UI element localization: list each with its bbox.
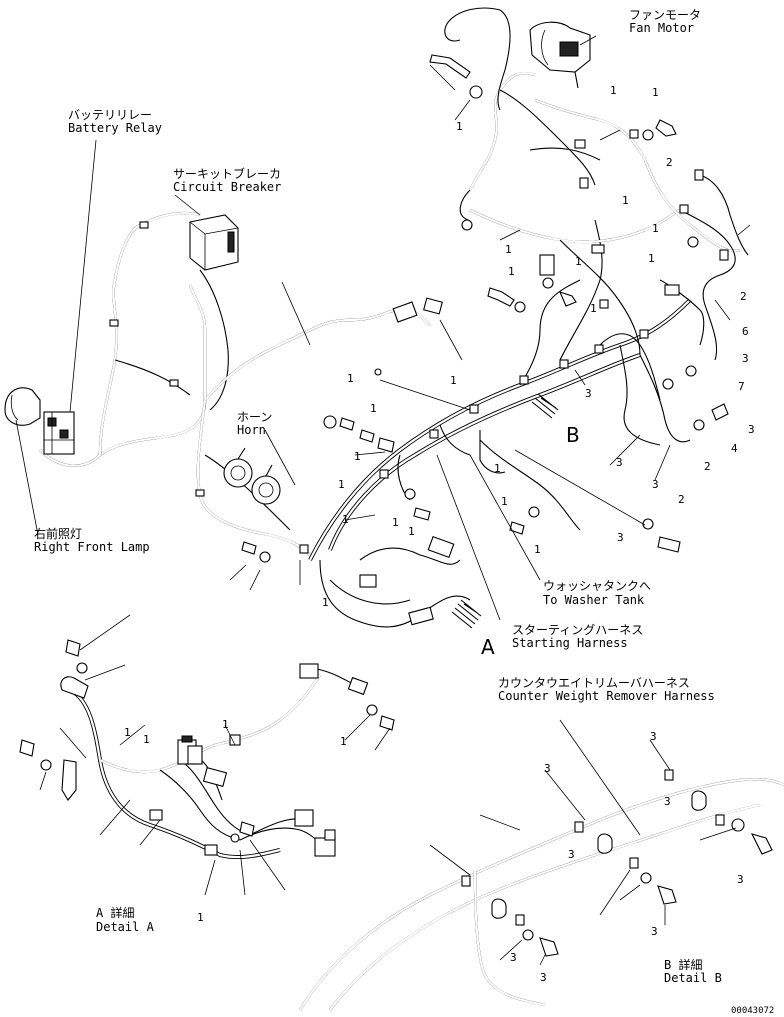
upper-right-harness xyxy=(429,7,749,361)
right-front-lamp-icon xyxy=(4,387,41,426)
view-marker-a: A xyxy=(481,635,495,659)
callout-number: 3 xyxy=(652,478,659,491)
horn-label-en: Horn xyxy=(237,423,266,437)
callout-number: 1 xyxy=(143,733,150,746)
callout-number: 1 xyxy=(347,372,354,385)
callout-number: 3 xyxy=(651,925,658,938)
detail-b-view xyxy=(298,719,784,1011)
callout-number: 1 xyxy=(648,252,655,265)
callout-number: 1 xyxy=(652,86,659,99)
starting-harness-label-en: Starting Harness xyxy=(512,636,628,650)
callout-number: 1 xyxy=(494,462,501,475)
circuit-breaker-icon xyxy=(189,214,239,271)
callout-number: 6 xyxy=(742,325,749,338)
callout-number: 1 xyxy=(610,84,617,97)
callout-number: 2 xyxy=(678,493,685,506)
callout-number: 1 xyxy=(338,478,345,491)
callout-number: 1 xyxy=(505,243,512,256)
labels: ファンモータ Fan Motor バッテリリレー Battery Relay サ… xyxy=(34,8,774,1016)
callout-number: 1 xyxy=(590,302,597,315)
callout-number: 1 xyxy=(508,265,515,278)
callout-number: 3 xyxy=(544,762,551,775)
callout-number: 4 xyxy=(731,442,738,455)
callout-number: 7 xyxy=(738,380,745,393)
fan-motor-icon xyxy=(529,21,591,89)
detail-b-label-jp: B 詳細 xyxy=(664,957,702,972)
callout-number: 3 xyxy=(664,795,671,808)
callout-number: 3 xyxy=(568,848,575,861)
callout-number: 1 xyxy=(501,495,508,508)
cw-remover-label-en: Counter Weight Remover Harness xyxy=(498,689,715,703)
callout-number: 1 xyxy=(575,255,582,268)
callout-number: 1 xyxy=(534,543,541,556)
washer-tank-label-jp: ウォッシャタンクへ xyxy=(543,579,651,593)
battery-relay-label-jp: バッテリリレー xyxy=(68,108,152,122)
callout-number: 3 xyxy=(585,387,592,400)
detail-a-view xyxy=(19,614,395,896)
washer-tank-label-en: To Washer Tank xyxy=(543,593,645,607)
callout-number: 2 xyxy=(740,290,747,303)
detail-a-label-en: Detail A xyxy=(96,920,155,934)
starting-harness xyxy=(204,219,692,629)
right-front-lamp-label-en: Right Front Lamp xyxy=(34,540,150,554)
hardware-main xyxy=(241,85,729,563)
fan-motor-label-jp: ファンモータ xyxy=(629,8,701,22)
callout-number: 3 xyxy=(650,730,657,743)
callout-number: 1 xyxy=(342,513,349,526)
view-arrow-b xyxy=(531,393,559,419)
callout-number: 1 xyxy=(456,120,463,133)
horn-icon xyxy=(223,447,281,505)
callout-number: 3 xyxy=(510,951,517,964)
callout-numbers: 1 1 1 2 1 1 1 2 6 3 7 3 4 2 2 3 3 3 3 1 … xyxy=(124,84,755,984)
callout-number: 1 xyxy=(197,911,204,924)
callout-number: 1 xyxy=(450,374,457,387)
callout-number: 1 xyxy=(340,735,347,748)
circuit-breaker-label-jp: サーキットブレーカ xyxy=(173,166,281,181)
leader-lines-main xyxy=(15,35,751,621)
cw-remover-label-jp: カウンタウエイトリムーバハーネス xyxy=(498,676,690,690)
callout-number: 2 xyxy=(704,460,711,473)
callout-number: 1 xyxy=(322,596,329,609)
detail-b-label-en: Detail B xyxy=(664,971,722,985)
callout-number: 3 xyxy=(617,531,624,544)
callout-number: 1 xyxy=(408,525,415,538)
callout-number: 1 xyxy=(652,222,659,235)
fan-motor-label-en: Fan Motor xyxy=(629,21,694,35)
callout-number: 1 xyxy=(354,450,361,463)
callout-number: 3 xyxy=(742,352,749,365)
view-marker-b: B xyxy=(566,423,580,447)
left-harness xyxy=(4,211,311,556)
callout-number: 3 xyxy=(748,423,755,436)
circuit-breaker-label-en: Circuit Breaker xyxy=(173,180,281,194)
callout-number: 1 xyxy=(392,516,399,529)
callout-number: 3 xyxy=(737,873,744,886)
battery-relay-label-en: Battery Relay xyxy=(68,121,162,135)
view-arrow-a xyxy=(451,599,482,629)
detail-a-label-jp: A 詳細 xyxy=(96,905,134,920)
right-front-lamp-label-jp: 右前照灯 xyxy=(34,526,82,541)
callout-number: 1 xyxy=(370,402,377,415)
starting-harness-label-jp: スターティングハーネス xyxy=(512,623,643,637)
callout-number: 1 xyxy=(622,194,629,207)
callout-number: 3 xyxy=(616,456,623,469)
callout-number: 1 xyxy=(124,726,131,739)
callout-number: 2 xyxy=(666,156,673,169)
horn-label-jp: ホーン xyxy=(237,410,272,424)
callout-number: 1 xyxy=(222,718,229,731)
callout-number: 3 xyxy=(540,971,547,984)
document-number: 00043072 xyxy=(731,1006,774,1016)
main-view xyxy=(4,7,751,629)
